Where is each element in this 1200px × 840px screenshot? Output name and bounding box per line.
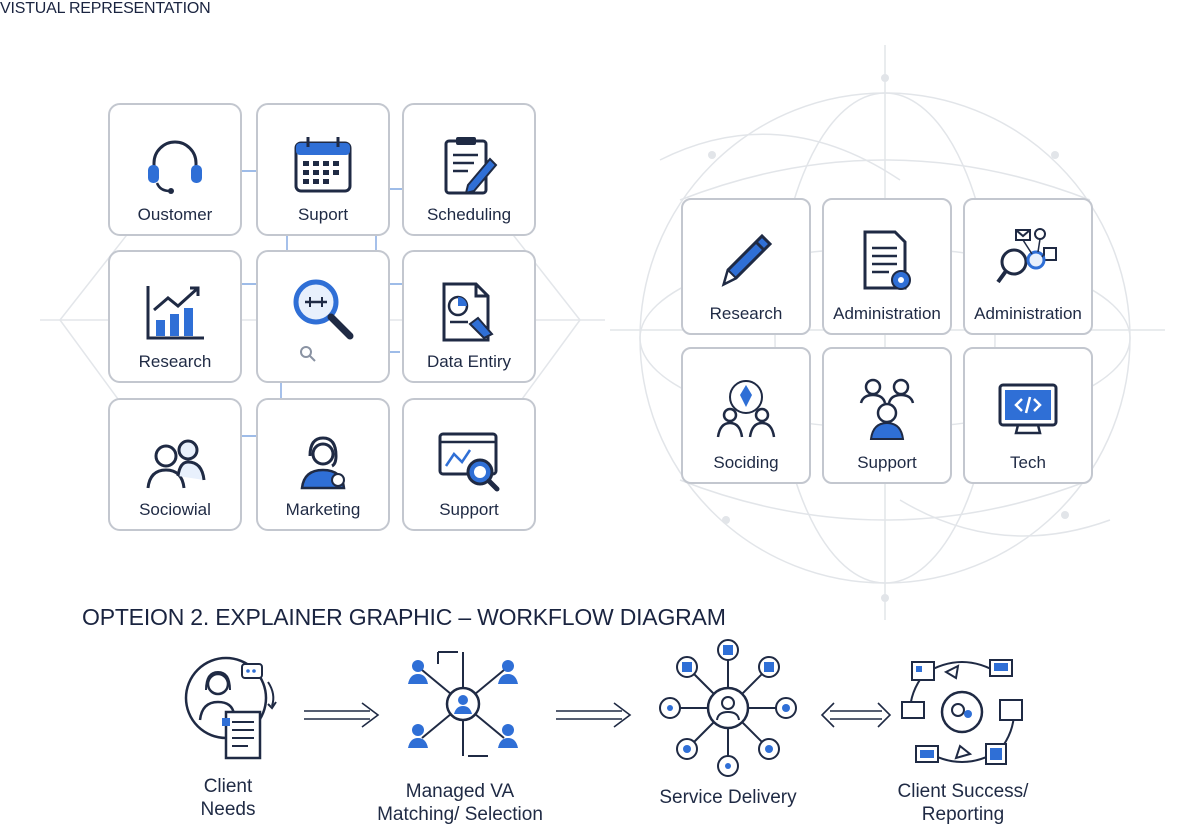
reporting-cycle-icon [901,659,1023,765]
card-right-research[interactable]: Research [681,198,811,335]
card-label: Data Entiry [426,352,512,371]
step-label-client-needs: Client Needs [168,775,288,821]
card-label: Tech [1010,453,1046,472]
card-customer[interactable]: Oustomer [108,103,242,236]
card-marketing[interactable]: Marketing [256,398,390,531]
clipboard-pencil-icon [444,137,498,195]
card-label: Support [857,453,917,472]
pen-icon [721,233,773,287]
label-line: Service Delivery [659,787,797,808]
arrow-bidirectional-icon [820,702,892,728]
card-data-entry[interactable]: Data Entiry [402,250,536,383]
card-right-support[interactable]: Support [822,347,952,484]
card-label: Administration [974,304,1082,323]
arrow-right-icon [304,702,380,728]
magnifier-icon [293,279,354,340]
card-label: Support [439,500,499,519]
step-label-reporting: Client Success/ Reporting [888,780,1038,826]
service-hub-icon [659,639,797,777]
label-line: Needs [200,799,256,820]
small-search-icon [300,346,316,362]
browser-search-icon [438,432,500,492]
step-label-service-delivery: Service Delivery [648,786,808,809]
section-title: OPTEION 2. EXPLAINER GRAPHIC – WORKFLOW … [82,604,726,630]
card-label: Sociowial [139,500,211,519]
document-gear-icon [863,230,911,290]
card-label: Sociding [713,453,779,472]
laptop-code-icon [998,383,1058,435]
label-line: Managed VA [405,781,515,802]
card-social[interactable]: Sociowial [108,398,242,531]
calendar-icon [294,137,352,193]
card-right-social[interactable]: Sociding [681,347,811,484]
label-line: Reporting [921,804,1005,825]
card-label: Administration [833,304,941,323]
team-icon [859,378,915,440]
card-label: Suport [297,205,349,224]
card-label: Research [709,304,783,323]
label-line: Client [203,776,253,797]
card-label: Oustomer [137,205,213,224]
card-support-2[interactable]: Support [402,398,536,531]
card-right-administration-1[interactable]: Administration [822,198,952,335]
document-chart-icon [442,282,494,342]
network-search-icon [996,228,1057,284]
card-research[interactable]: Research [108,250,242,383]
card-scheduling[interactable]: Scheduling [402,103,536,236]
headset-icon [148,140,202,194]
card-right-administration-2[interactable]: Administration [963,198,1093,335]
label-line: Matching/ Selection [377,804,543,825]
card-label: Marketing [285,500,361,519]
team-hub-icon [716,380,776,438]
card-label: Scheduling [426,205,512,224]
bar-chart-icon [146,286,204,340]
matching-network-icon [408,651,518,757]
arrow-right-icon [556,702,632,728]
step-label-matching: Managed VA Matching/ Selection [368,780,552,826]
card-label: Research [138,352,212,371]
card-right-tech[interactable]: Tech [963,347,1093,484]
card-search-hub[interactable] [256,250,390,383]
people-icon [146,439,206,489]
person-badge-icon [300,436,346,490]
label-line: Client Success/ [897,781,1029,802]
client-document-icon [184,656,277,760]
card-support[interactable]: Suport [256,103,390,236]
page-title: VISTUAL REPRESENTATION [0,0,211,17]
